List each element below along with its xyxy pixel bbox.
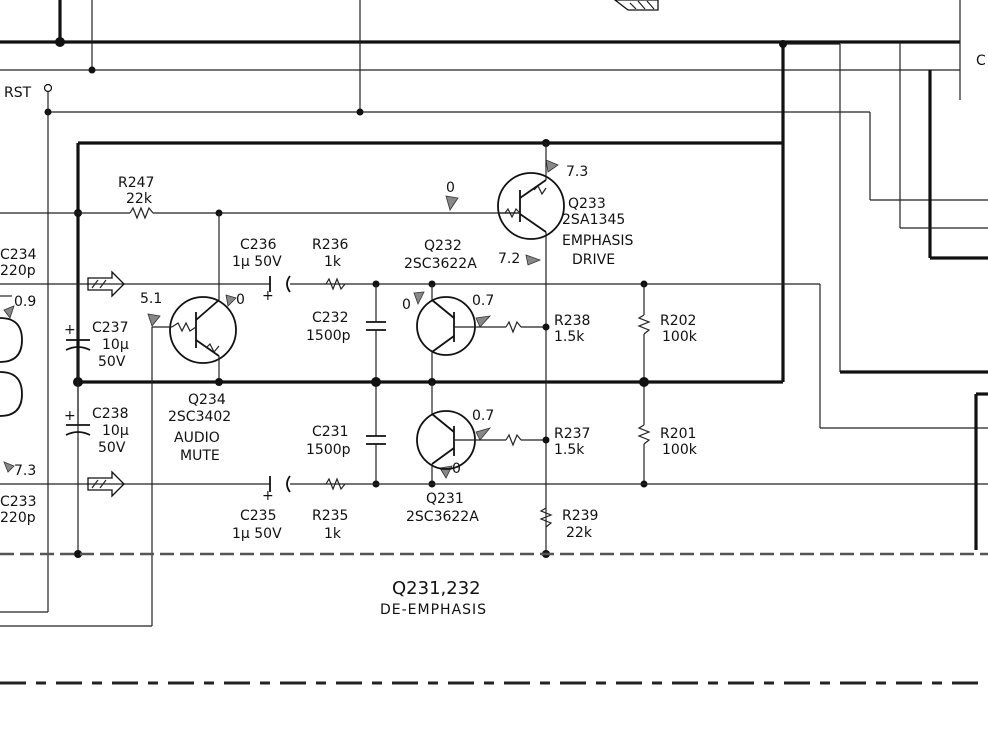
left-voltage-bottom: 7.3 bbox=[14, 463, 36, 479]
main-box bbox=[73, 44, 785, 558]
r247-resistor: R247 22k bbox=[0, 175, 520, 300]
q233-ref: Q233 bbox=[568, 196, 606, 212]
top-bus-wires bbox=[0, 0, 988, 374]
q233-func1: EMPHASIS bbox=[562, 233, 633, 249]
r238-r202-group: R238 1.5k R202 100k R201 100k bbox=[554, 284, 698, 488]
section-caption: Q231,232 DE-EMPHASIS bbox=[380, 578, 487, 618]
c231-value: 1500p bbox=[306, 442, 351, 458]
c232-capacitor: C232 1500p C231 1500p bbox=[306, 284, 386, 488]
c234-ref: C234 bbox=[0, 247, 37, 263]
rst-terminal: RST bbox=[0, 83, 53, 613]
left-capacitor-labels: C234 220p C233 220p bbox=[0, 247, 37, 526]
c231-ref: C231 bbox=[312, 424, 349, 440]
c238-ref: C238 bbox=[92, 406, 129, 422]
c235-ref: C235 bbox=[240, 508, 277, 524]
c235-plus: + bbox=[262, 488, 274, 504]
c232-ref: C232 bbox=[312, 310, 349, 326]
c237-value1: 10μ bbox=[102, 337, 129, 353]
q234-type: 2SC3402 bbox=[168, 409, 231, 425]
c234-value: 220p bbox=[0, 263, 36, 279]
c237-value2: 50V bbox=[98, 354, 126, 370]
section-title: Q231,232 bbox=[392, 578, 481, 599]
c237-c238-capacitors: + + C237 10μ 50V C238 10μ 50V bbox=[64, 284, 129, 456]
q234-collector-voltage: 0 bbox=[236, 292, 245, 308]
q232-type: 2SC3622A bbox=[404, 256, 477, 272]
r237-ref: R237 bbox=[554, 426, 590, 442]
c236-value: 1μ 50V bbox=[232, 254, 282, 270]
c235-value: 1μ 50V bbox=[232, 526, 282, 542]
q234-func2: MUTE bbox=[180, 448, 220, 464]
r239-resistor: R239 22k bbox=[539, 507, 598, 558]
right-edge-partials: C bbox=[974, 53, 988, 550]
r238-ref: R238 bbox=[554, 313, 590, 329]
lower-signal-line: + C235 1μ 50V R235 1k bbox=[0, 470, 988, 542]
c238-value2: 50V bbox=[98, 440, 126, 456]
c232-value: 1500p bbox=[306, 328, 351, 344]
q231-voltage: 0 bbox=[452, 461, 461, 477]
r235-ref: R235 bbox=[312, 508, 348, 524]
c236-ref: C236 bbox=[240, 237, 277, 253]
q234-transistor: Q234 2SC3402 AUDIO MUTE bbox=[0, 296, 237, 627]
r239-value: 22k bbox=[566, 525, 593, 541]
r247-ref: R247 bbox=[118, 175, 154, 191]
q234-func1: AUDIO bbox=[174, 430, 220, 446]
c236-plus: + bbox=[262, 288, 274, 304]
r236-ref: R236 bbox=[312, 237, 349, 253]
r201-value: 100k bbox=[662, 442, 698, 458]
q231-ref: Q231 bbox=[426, 491, 464, 507]
q233-emitter-voltage: 7.3 bbox=[566, 164, 588, 180]
q233-func2: DRIVE bbox=[572, 252, 615, 268]
c237-plus: + bbox=[64, 322, 76, 338]
r247-value: 22k bbox=[126, 191, 153, 207]
left-voltage-top: 0.9 bbox=[14, 294, 36, 310]
c233-value: 220p bbox=[0, 510, 36, 526]
q232-transistor: Q232 2SC3622A bbox=[404, 238, 550, 386]
c236-r236-group: + C236 1μ 50V R236 1k bbox=[232, 237, 349, 304]
c237-ref: C237 bbox=[92, 320, 129, 336]
section-subtitle: DE-EMPHASIS bbox=[380, 602, 487, 618]
ground-dashed-lines bbox=[0, 552, 988, 685]
q234-base-voltage: 5.1 bbox=[140, 291, 162, 307]
c238-plus: + bbox=[64, 408, 76, 424]
q232-base-voltage: 0.7 bbox=[472, 293, 494, 309]
edge-c-label: C bbox=[976, 53, 986, 69]
q232-voltage: 0 bbox=[402, 297, 411, 313]
upper-signal-line bbox=[0, 270, 988, 429]
r236-value: 1k bbox=[324, 254, 342, 270]
q233-collector-voltage: 7.2 bbox=[498, 251, 520, 267]
r235-value: 1k bbox=[324, 526, 342, 542]
q231-base-voltage: 0.7 bbox=[472, 408, 494, 424]
r237-value: 1.5k bbox=[554, 442, 585, 458]
r238-value: 1.5k bbox=[554, 329, 585, 345]
r202-value: 100k bbox=[662, 329, 698, 345]
q232-ref: Q232 bbox=[424, 238, 462, 254]
q233-base-voltage: 0 bbox=[446, 180, 455, 196]
r201-ref: R201 bbox=[660, 426, 696, 442]
rst-label: RST bbox=[4, 85, 32, 101]
r202-ref: R202 bbox=[660, 313, 696, 329]
q233-type: 2SA1345 bbox=[562, 212, 625, 228]
q234-ref: Q234 bbox=[188, 392, 226, 408]
q231-transistor: Q231 2SC3622A R237 1.5k bbox=[406, 382, 590, 525]
q231-type: 2SC3622A bbox=[406, 509, 479, 525]
r239-ref: R239 bbox=[562, 508, 598, 524]
c238-value1: 10μ bbox=[102, 423, 129, 439]
q233-transistor: Q233 2SA1345 EMPHASIS DRIVE bbox=[497, 143, 633, 554]
c233-ref: C233 bbox=[0, 494, 37, 510]
